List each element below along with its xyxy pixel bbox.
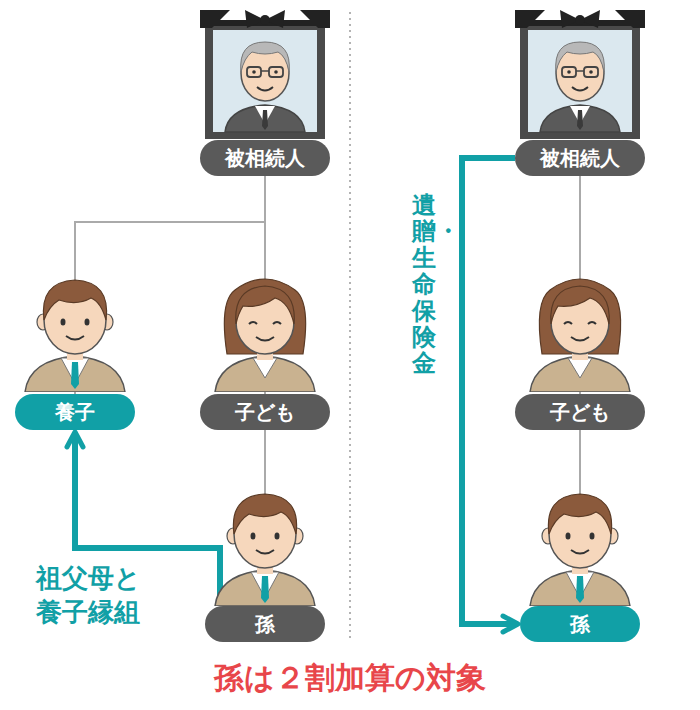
adoptee-figure bbox=[25, 280, 125, 392]
child-figure bbox=[530, 279, 630, 392]
edge-label: 祖父母と 養子縁組 bbox=[36, 562, 150, 630]
child-figure bbox=[215, 279, 315, 392]
node-text: 被相続人 bbox=[540, 146, 620, 170]
caption-text: 孫は２割加算の対象 bbox=[0, 658, 700, 699]
family-line bbox=[75, 176, 265, 394]
divider-line bbox=[349, 12, 351, 640]
node-text: 孫 bbox=[570, 612, 590, 636]
person-label: 子ども bbox=[515, 394, 645, 430]
edge-label: 遺贈・生命保険金 bbox=[412, 192, 436, 377]
person-label: 子ども bbox=[200, 394, 330, 430]
arrow-connector bbox=[462, 158, 518, 624]
deceased-portrait bbox=[515, 10, 645, 139]
person-label: 被相続人 bbox=[200, 140, 330, 176]
node-text: 孫 bbox=[255, 612, 275, 636]
node-text: 養子 bbox=[55, 400, 95, 424]
node-text: 被相続人 bbox=[225, 146, 305, 170]
person-label: 孫 bbox=[205, 606, 325, 642]
grandchild-figure bbox=[530, 494, 630, 606]
adoptee-label: 養子 bbox=[15, 394, 135, 430]
node-text: 子ども bbox=[550, 400, 610, 424]
node-text: 子ども bbox=[235, 400, 295, 424]
person-label: 被相続人 bbox=[515, 140, 645, 176]
grandchild-figure bbox=[215, 494, 315, 606]
grandchild-label: 孫 bbox=[520, 606, 640, 642]
deceased-portrait bbox=[200, 10, 330, 139]
